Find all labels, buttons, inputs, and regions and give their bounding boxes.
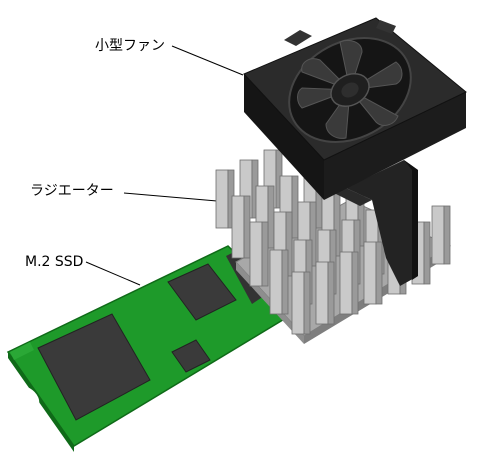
nand-chip-large xyxy=(37,313,151,421)
controller-chip xyxy=(167,263,237,321)
heatsink xyxy=(215,149,452,344)
leader-line-ssd xyxy=(85,261,141,286)
label-small-fan: 小型ファン xyxy=(95,38,165,54)
small-chip xyxy=(171,339,211,373)
label-radiator: ラジエーター xyxy=(30,183,114,199)
label-m2-ssd: M.2 SSD xyxy=(25,254,84,270)
leader-line-fan xyxy=(171,45,244,76)
leader-line-radiator xyxy=(123,192,218,202)
small-fan xyxy=(243,17,467,200)
heatsink-fins xyxy=(215,149,451,335)
